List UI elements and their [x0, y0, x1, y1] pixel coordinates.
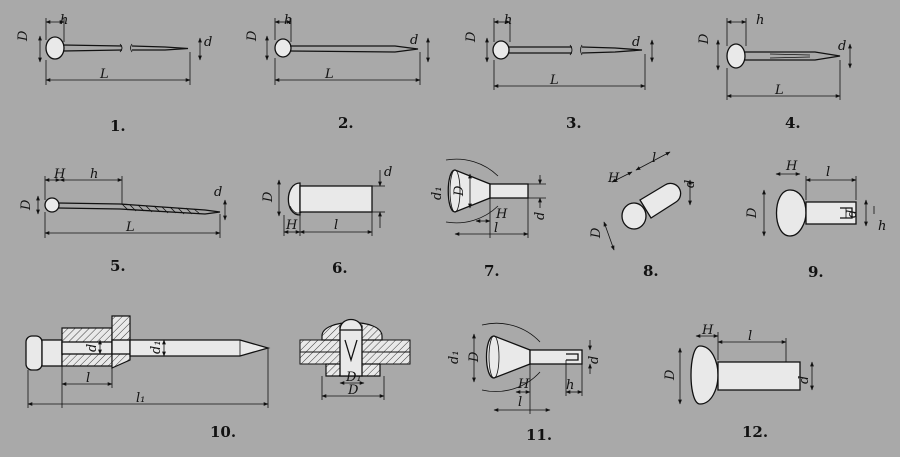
rivet-7 [445, 158, 546, 238]
rivet-section [299, 318, 411, 400]
dim-3-d: d [632, 35, 640, 50]
dim-8-D: D [589, 227, 604, 239]
nail-4 [716, 18, 852, 100]
dim-10-l: l [86, 371, 90, 386]
dim-1-L: L [99, 67, 109, 82]
rivet-12 [678, 332, 814, 405]
dim-8-H: H [607, 171, 620, 186]
nail-1 [38, 18, 202, 85]
dim-sec-D1: D₁ [345, 370, 362, 385]
dim-5-D: D [19, 199, 34, 211]
item-number-5: 5. [110, 257, 126, 275]
dim-7-D: D [452, 185, 467, 197]
dim-11-H: H [517, 377, 530, 392]
dim-6-H: H [285, 218, 298, 233]
dim-8-d: d [683, 180, 698, 188]
dim-12-l: l [748, 329, 752, 344]
rivet-9 [762, 172, 875, 237]
dim-4-d: d [838, 39, 846, 54]
dim-10-l1: l₁ [136, 391, 145, 406]
dim-7-H: H [495, 207, 508, 222]
item-number-7: 7. [484, 262, 500, 280]
nail-2 [265, 18, 430, 85]
dim-9-h: h [878, 219, 886, 234]
dim-6-d: d [384, 165, 392, 180]
dim-12-D: D [663, 369, 678, 381]
dim-5-h: h [90, 167, 98, 182]
dim-11-d: d [587, 356, 602, 364]
dim-3-L: L [549, 73, 559, 88]
dim-11-h: h [566, 378, 574, 393]
dim-5-d: d [214, 185, 222, 200]
dim-4-D: D [697, 33, 712, 45]
dim-1-d: d [204, 35, 212, 50]
dim-2-h: h [284, 13, 292, 28]
dim-12-d: d [797, 376, 812, 384]
dim-2-D: D [245, 30, 260, 42]
item-number-12: 12. [742, 423, 768, 441]
dim-2-d: d [410, 33, 418, 48]
dim-6-D: D [261, 191, 276, 203]
dim-5-H: H [53, 167, 66, 182]
dim-9-l: l [826, 165, 830, 180]
dim-3-h: h [504, 13, 512, 28]
dim-1-h: h [60, 13, 68, 28]
item-number-4: 4. [785, 114, 801, 132]
dim-8-l: l [652, 151, 656, 166]
dim-11-d1: d₁ [447, 350, 462, 364]
dim-10-d1: d₁ [149, 340, 164, 354]
dim-2-L: L [324, 67, 334, 82]
dim-7-d1: d₁ [430, 186, 445, 200]
dim-9-D: D [745, 207, 760, 219]
item-number-11: 11. [526, 426, 552, 444]
dim-7-d: d [533, 212, 548, 220]
screw-nail-5 [36, 176, 227, 238]
dim-7-l: l [494, 221, 498, 236]
item-number-8: 8. [643, 262, 659, 280]
dim-4-L: L [774, 83, 784, 98]
rivet-6 [277, 170, 385, 236]
dim-sec-D: D [347, 383, 359, 398]
dim-1-D: D [16, 30, 31, 42]
dim-12-H: H [701, 323, 714, 338]
dim-10-d: d [85, 344, 100, 352]
dim-11-D: D [467, 351, 482, 363]
nail-3 [485, 18, 654, 90]
blind-rivet-10 [25, 315, 271, 408]
dim-3-D: D [464, 31, 479, 43]
dim-4-h: h [756, 13, 764, 28]
dim-9-H: H [785, 159, 798, 174]
item-number-2: 2. [338, 114, 354, 132]
item-number-3: 3. [566, 114, 582, 132]
rivet-11 [472, 322, 592, 414]
dim-9-d: d [845, 210, 860, 218]
item-number-9: 9. [808, 263, 824, 281]
dim-6-l: l [334, 218, 338, 233]
dim-5-L: L [125, 220, 135, 235]
item-number-1: 1. [110, 117, 126, 135]
item-number-10: 10. [210, 423, 236, 441]
dim-11-l: l [518, 395, 522, 410]
item-number-6: 6. [332, 259, 348, 277]
rivet-8 [603, 151, 692, 251]
